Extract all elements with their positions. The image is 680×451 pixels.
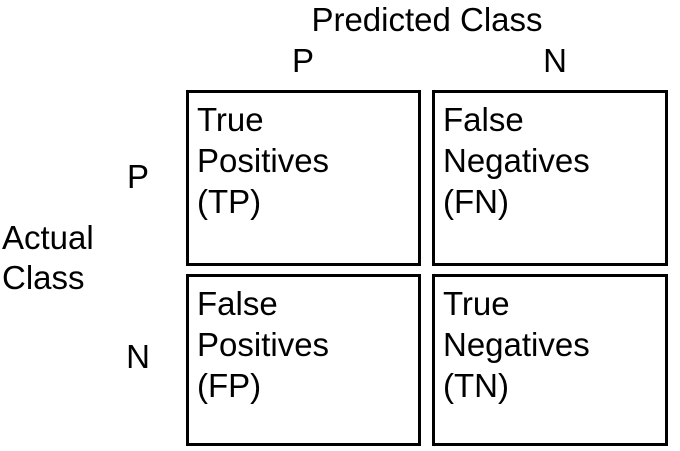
matrix-cell-false-positives-line-2: Positives [197, 326, 330, 363]
matrix-cell-true-positives-line-1: True [197, 101, 264, 138]
predicted-class-axis-title: Predicted Class [311, 1, 543, 38]
actual-class-axis-title-line-1: Actual [2, 219, 94, 256]
matrix-cell-false-negatives: False Negatives (FN) [432, 90, 668, 266]
matrix-cell-true-negatives-line-2: Negatives [443, 326, 590, 363]
matrix-cell-true-negatives: True Negatives (TN) [432, 274, 668, 446]
matrix-cell-false-positives-line-3: (FP) [197, 367, 262, 404]
matrix-cell-false-positives-text: False Positives (FP) [197, 283, 329, 406]
row-header-negative: N [126, 338, 150, 375]
matrix-cell-true-positives-line-3: (TP) [197, 183, 262, 220]
column-header-positive: P [291, 42, 314, 79]
matrix-cell-true-negatives-text: True Negatives (TN) [443, 283, 590, 406]
matrix-cell-false-negatives-line-1: False [443, 101, 524, 138]
matrix-cell-false-negatives-line-2: Negatives [443, 142, 590, 179]
column-header-negative: N [543, 42, 567, 79]
matrix-cell-true-positives: True Positives (TP) [186, 90, 421, 266]
matrix-cell-true-positives-line-2: Positives [197, 142, 330, 179]
matrix-cell-true-negatives-line-1: True [443, 285, 510, 322]
matrix-cell-false-negatives-line-3: (FN) [443, 183, 509, 220]
row-header-positive: P [126, 158, 149, 195]
matrix-cell-false-positives-line-1: False [197, 285, 278, 322]
matrix-cell-false-positives: False Positives (FP) [186, 274, 421, 446]
matrix-cell-false-negatives-text: False Negatives (FN) [443, 99, 590, 222]
matrix-cell-true-positives-text: True Positives (TP) [197, 99, 329, 222]
actual-class-axis-title: Actual Class [2, 218, 94, 298]
matrix-cell-true-negatives-line-3: (TN) [443, 367, 509, 404]
actual-class-axis-title-line-2: Class [2, 259, 85, 296]
